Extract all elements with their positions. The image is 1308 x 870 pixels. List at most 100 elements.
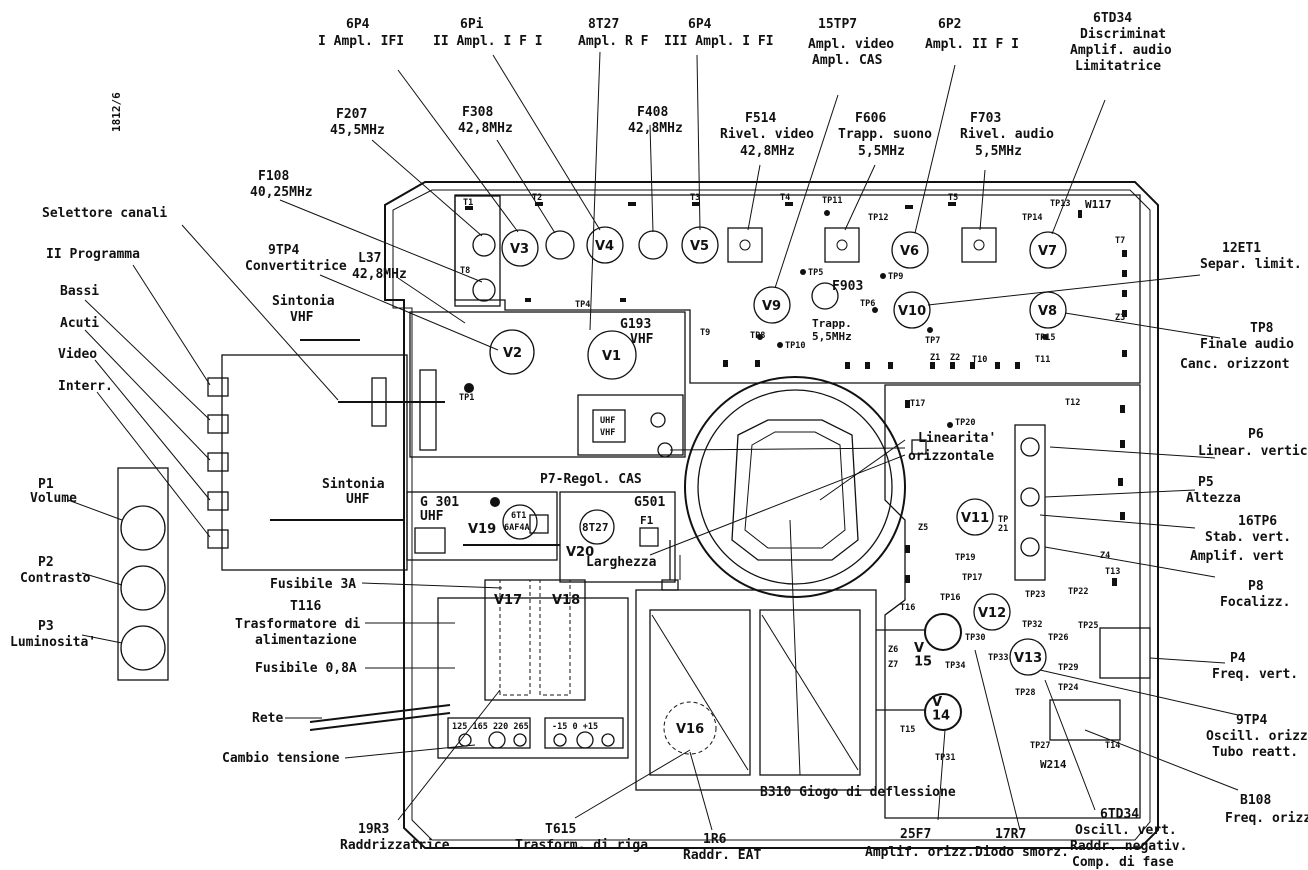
valve-v17: V17 <box>494 593 522 608</box>
label-l37-id: L37 <box>358 251 381 266</box>
label-9tp4-name: Convertitrice <box>245 259 347 274</box>
mark-g193-name: VHF <box>630 332 654 347</box>
label-p2-id: P2 <box>38 555 54 570</box>
label-p4-id: P4 <box>1230 651 1246 666</box>
valve-v18: V18 <box>552 593 580 608</box>
if-can-f606-core <box>836 239 848 251</box>
label-acuti: Acuti <box>60 316 99 331</box>
mark-t13: T13 <box>1105 567 1120 577</box>
chassis-inner-outline <box>392 189 1151 841</box>
mark-tp17: TP17 <box>962 573 982 583</box>
mark-tp19: TP19 <box>955 553 975 563</box>
label-8t27-name: Ampl. R F <box>578 34 649 49</box>
valve-v3-shape <box>501 229 539 267</box>
label-p6-name: Linear. vertic <box>1198 444 1308 459</box>
valve-v19: V19 <box>468 522 496 537</box>
label-f108-id: F108 <box>258 169 289 184</box>
label-6td34b-l3: Comp. di fase <box>1072 855 1174 870</box>
switch-1 <box>207 377 229 397</box>
valve-v2-shape <box>489 329 535 375</box>
label-16tp6-id: 16TP6 <box>1238 514 1277 529</box>
label-6td34-l3: Limitatrice <box>1075 59 1161 74</box>
label-interr: Interr. <box>58 379 113 394</box>
label-f207-id: F207 <box>336 107 367 122</box>
valve-v6: V6 <box>900 244 919 259</box>
label-p5-name: Altezza <box>1186 491 1241 506</box>
label-b108-name: Freq. orizz. <box>1225 811 1308 826</box>
valve-v9-shape <box>753 286 791 324</box>
mark-tp31: TP31 <box>935 753 955 763</box>
label-p3-name: Luminosita' <box>10 635 96 650</box>
mark-tp25: TP25 <box>1078 621 1098 631</box>
mark-tp12: TP12 <box>868 213 888 223</box>
label-p4-name: Freq. vert. <box>1212 667 1298 682</box>
switch-bank <box>221 354 408 571</box>
mark-g501: G501 <box>634 495 665 510</box>
label-tp8-l1: Finale audio <box>1200 337 1294 352</box>
valve-v5: V5 <box>690 239 709 254</box>
deflection-board-outline <box>884 384 1141 819</box>
label-t615-name: Trasform. di riga <box>515 838 648 853</box>
mark-voltages-left: 125 165 220 265 <box>452 722 529 732</box>
mark-g301-name: UHF <box>420 509 444 524</box>
mark-voltages-right: -15 0 +15 <box>552 722 598 732</box>
mark-6af4a: 6AF4A <box>504 523 530 533</box>
mark-tp7: TP7 <box>925 336 940 346</box>
figure-code: 1812/6 <box>110 92 123 132</box>
valve-v7-shape <box>1029 231 1067 269</box>
label-b310: B310 Giogo di deflessione <box>760 785 956 800</box>
knob-p1[interactable] <box>120 505 166 551</box>
label-f308-val: 42,8MHz <box>458 121 513 136</box>
mark-tp13: TP13 <box>1050 199 1070 209</box>
mark-tp26: TP26 <box>1048 633 1068 643</box>
mark-uhf-sw: UHF <box>600 416 615 426</box>
if-can-f108 <box>472 278 496 302</box>
label-f408-id: F408 <box>637 105 668 120</box>
label-p7-cas: P7-Regol. CAS <box>540 472 642 487</box>
mark-t8: T8 <box>460 266 470 276</box>
mark-tp28: TP28 <box>1015 688 1035 698</box>
label-video: Video <box>58 347 97 362</box>
mark-vhf-sw: VHF <box>600 428 615 438</box>
mark-z7: Z7 <box>888 660 898 670</box>
label-f703-val-name: Rivel. audio <box>960 127 1054 142</box>
tuner-strip <box>454 195 501 307</box>
mark-tp14: TP14 <box>1022 213 1042 223</box>
rectifier-socket-2 <box>539 579 571 696</box>
mark-t10: T10 <box>972 355 987 365</box>
label-6td34b-l2: Raddr. negativ. <box>1070 839 1187 854</box>
power-supply-frame <box>437 597 629 759</box>
deflection-yoke-outer <box>684 376 906 598</box>
valve-v12-shape <box>973 593 1011 631</box>
label-linearita-1: Linearita' <box>918 431 996 446</box>
label-tp8-id: TP8 <box>1250 321 1274 336</box>
mark-tp20: TP20 <box>955 418 975 428</box>
power-transformer <box>484 579 586 701</box>
mark-tp11: TP11 <box>822 196 842 206</box>
mains-cord <box>309 704 451 723</box>
label-larghezza: Larghezza <box>586 555 657 570</box>
if-can-f606 <box>824 227 860 263</box>
knob-p3[interactable] <box>120 625 166 671</box>
tuner-box <box>409 311 686 458</box>
valves <box>472 226 1067 755</box>
p5-screw <box>1020 487 1040 507</box>
mark-f903-id: F903 <box>832 279 863 294</box>
mark-6t1: 6T1 <box>511 511 526 521</box>
label-p5-id: P5 <box>1198 475 1214 490</box>
label-linearita-2: orizzontale <box>908 449 994 464</box>
mark-t3: T3 <box>690 193 700 203</box>
mark-t5: T5 <box>948 193 958 203</box>
valve-v3: V3 <box>510 242 529 257</box>
if-can-f903 <box>811 282 839 310</box>
deflection-yoke-mid <box>697 389 893 585</box>
lt-diag-2 <box>761 614 859 771</box>
mark-t12: T12 <box>1065 398 1080 408</box>
label-9tp4b-l1: Oscill. orizz. <box>1206 729 1308 744</box>
switch-2 <box>207 414 229 434</box>
label-6p2-id: 6P2 <box>938 17 961 32</box>
label-t116-l1: Trasformatore di <box>235 617 360 632</box>
knob-p2[interactable] <box>120 565 166 611</box>
